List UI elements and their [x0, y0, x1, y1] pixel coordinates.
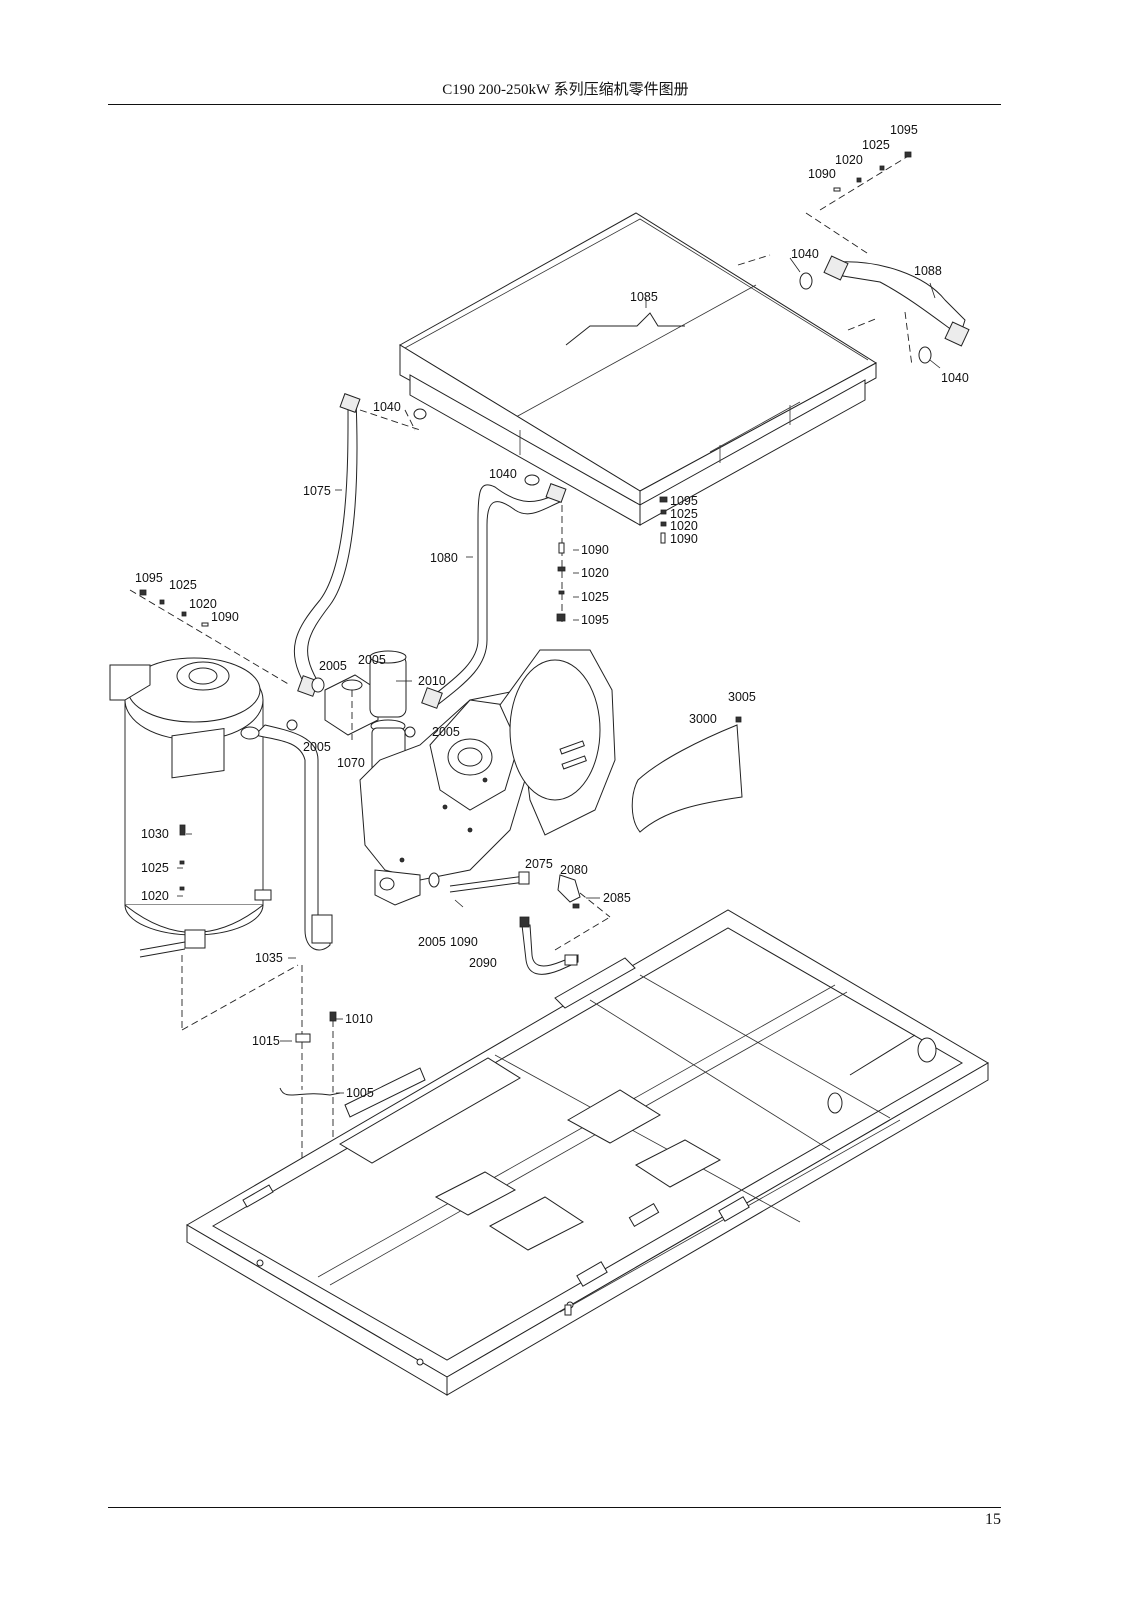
callout-2080: 2080: [560, 863, 588, 877]
callout-1035: 1035: [255, 951, 283, 965]
callout-2090: 2090: [469, 956, 497, 970]
pipe-1035: [240, 724, 333, 951]
pipe-1075: [293, 393, 427, 697]
callout-1025-top: 1025: [862, 138, 890, 152]
callout-1030: 1030: [141, 827, 169, 841]
callout-1025-mid: 1025: [581, 590, 609, 604]
header-rule: [108, 104, 1001, 105]
callout-1010: 1010: [345, 1012, 373, 1026]
callout-1070: 1070: [337, 756, 365, 770]
base-frame: [186, 909, 989, 1396]
callout-1090-stack-r: 1090: [670, 532, 698, 546]
callout-1080: 1080: [430, 551, 458, 565]
callout-1085: 1085: [630, 290, 658, 304]
callout-1020-tank: 1020: [141, 889, 169, 903]
callout-1088: 1088: [914, 264, 942, 278]
callout-2005-c: 2005: [303, 740, 331, 754]
callout-1025-left: 1025: [169, 578, 197, 592]
callout-2085: 2085: [603, 891, 631, 905]
callout-1090-top: 1090: [808, 167, 836, 181]
callout-2005-d: 2005: [432, 725, 460, 739]
callout-2005-e: 2005: [418, 935, 446, 949]
page-header-title: C190 200-250kW 系列压缩机零件图册: [442, 82, 689, 98]
callout-1040-l1: 1040: [373, 400, 401, 414]
cooler-assembly: [399, 212, 879, 526]
page-number: 15: [985, 1511, 1001, 1528]
callout-2010: 2010: [418, 674, 446, 688]
callout-labels: 1095 1025 1020 1090 1040 1088 1085 1040 …: [135, 123, 969, 1100]
hose-2090: [519, 916, 579, 975]
separator-tank: [109, 589, 299, 1031]
guard-3000: [631, 716, 743, 833]
callout-1095-top: 1095: [890, 123, 918, 137]
footer-rule: [108, 1507, 1001, 1508]
callout-2005-a: 2005: [319, 659, 347, 673]
callout-1025-tank: 1025: [141, 861, 169, 875]
callout-1040-r2: 1040: [941, 371, 969, 385]
callout-1020-left: 1020: [189, 597, 217, 611]
callout-1020-top: 1020: [835, 153, 863, 167]
callout-1090-mid: 1090: [581, 543, 609, 557]
callout-2005-b: 2005: [358, 653, 386, 667]
callout-1025-stack-r: 1025: [670, 507, 698, 521]
callout-2075: 2075: [525, 857, 553, 871]
callout-1015: 1015: [252, 1034, 280, 1048]
callout-1090-left: 1090: [211, 610, 239, 624]
callout-3005: 3005: [728, 690, 756, 704]
callout-1095-stack-r: 1095: [670, 494, 698, 508]
callout-1090-bottom: 1090: [450, 935, 478, 949]
callout-1020-mid: 1020: [581, 566, 609, 580]
callout-1040-l2: 1040: [489, 467, 517, 481]
air-end-assembly: [359, 649, 616, 951]
pipe-1080: [421, 474, 668, 709]
callout-3000: 3000: [689, 712, 717, 726]
callout-1040-r1: 1040: [791, 247, 819, 261]
callout-1095-left: 1095: [135, 571, 163, 585]
callout-leaders: [177, 489, 600, 1094]
callout-1005: 1005: [346, 1086, 374, 1100]
callout-1075: 1075: [303, 484, 331, 498]
callout-1020-stack-r: 1020: [670, 519, 698, 533]
pipe-1088-group: [789, 151, 970, 369]
callout-1095-mid: 1095: [581, 613, 609, 627]
